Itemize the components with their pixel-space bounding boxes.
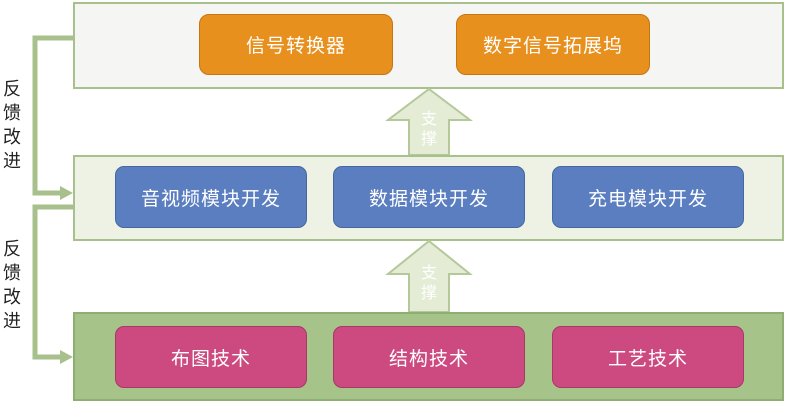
box-label: 信号转换器	[245, 35, 346, 57]
feedback-arrowhead-lower	[60, 350, 73, 364]
box-label: 结构技术	[388, 347, 469, 370]
box-label: 布图技术	[170, 347, 251, 370]
box-label: 数字信号拓展坞	[482, 35, 623, 57]
box-label: 充电模块开发	[587, 187, 708, 210]
tech-box-structure: 结构技术	[333, 326, 525, 388]
support-char: 支	[420, 263, 437, 282]
feedback-line-lower	[32, 204, 73, 360]
support-char: 支	[420, 109, 437, 128]
support-char: 撑	[420, 129, 437, 148]
support-label-lower: 支 撑	[419, 263, 439, 303]
module-box-charging: 充电模块开发	[552, 166, 744, 228]
support-char: 撑	[420, 283, 437, 302]
feedback-line-upper	[32, 35, 73, 196]
feedback-char: 馈	[3, 103, 21, 124]
layer-products	[73, 2, 784, 89]
feedback-char: 进	[3, 311, 21, 332]
product-box-digital-dock: 数字信号拓展坞	[456, 14, 650, 75]
tech-box-layout: 布图技术	[115, 326, 307, 388]
feedback-arrowhead-upper	[60, 186, 73, 200]
box-label: 数据模块开发	[368, 187, 489, 210]
box-label: 音视频模块开发	[140, 187, 281, 210]
product-box-signal-converter: 信号转换器	[199, 14, 393, 75]
feedback-char: 改	[3, 127, 21, 148]
feedback-char: 反	[3, 239, 21, 260]
feedback-char: 改	[3, 287, 21, 308]
feedback-label-upper: 反 馈 改 进	[1, 78, 23, 174]
feedback-char: 进	[3, 151, 21, 172]
module-box-data: 数据模块开发	[333, 166, 525, 228]
feedback-label-lower: 反 馈 改 进	[1, 238, 23, 334]
support-label-upper: 支 撑	[419, 109, 439, 149]
feedback-char: 馈	[3, 263, 21, 284]
feedback-char: 反	[3, 79, 21, 100]
box-label: 工艺技术	[607, 347, 688, 370]
tech-box-process: 工艺技术	[552, 326, 744, 388]
module-box-audio-video: 音视频模块开发	[115, 166, 307, 228]
